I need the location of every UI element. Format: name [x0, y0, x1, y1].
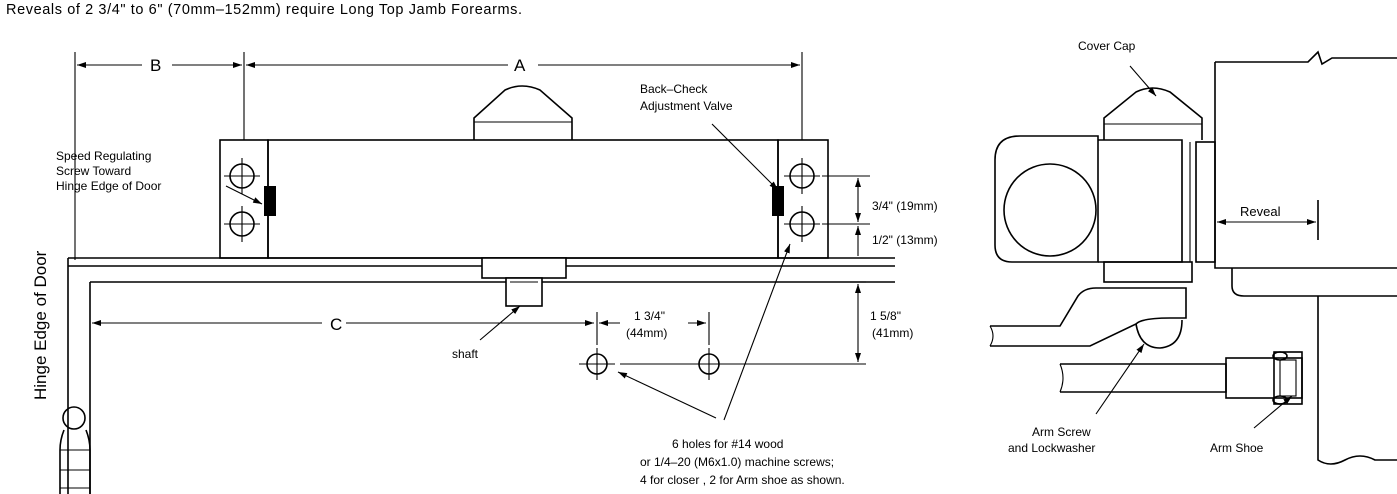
reveal-label: Reveal	[1240, 204, 1281, 219]
back-check-leader	[711, 123, 779, 191]
arm-shoe-label: Arm Shoe	[1210, 441, 1264, 455]
closer-side-body	[994, 135, 1099, 263]
shoe-pin-top	[1272, 351, 1288, 361]
header-note: Reveals of 2 3/4" to 6" (70mm–152mm) req…	[6, 2, 523, 18]
arm-screw-line-1: Arm Screw	[1032, 425, 1091, 439]
right-mounting-holes	[784, 158, 820, 242]
hinge-icon	[59, 406, 91, 494]
dimension-one-three-quarter: 1 3/4"	[634, 309, 665, 323]
forearm-break	[1059, 363, 1064, 393]
holes-note-line-3: 4 for closer , 2 for Arm shoe as shown.	[640, 473, 845, 487]
dimension-one-five-eighths: 1 5/8"	[870, 309, 901, 323]
dimension-44mm: (44mm)	[626, 326, 667, 340]
hinge-edge-label: Hinge Edge of Door	[31, 250, 50, 400]
speed-regulating-line-1: Speed Regulating	[56, 149, 151, 163]
back-check-line-1: Back–Check	[640, 82, 708, 96]
mounting-plate-side	[1195, 141, 1216, 263]
cover-cap-leader	[1129, 65, 1157, 97]
closer-end-cap	[1003, 163, 1097, 257]
dimension-three-quarter: 3/4" (19mm)	[872, 199, 938, 213]
holes-leader-2	[723, 243, 791, 421]
arm-shoe-inner	[1279, 359, 1297, 397]
top-view-drawing: B A 3/4" (	[31, 52, 938, 494]
arm-shoe	[1225, 357, 1303, 399]
door-break-line	[1317, 296, 1397, 465]
speed-regulating-screw	[264, 186, 276, 216]
arm-break	[989, 325, 994, 347]
closer-body	[267, 139, 779, 259]
dimension-b-label: B	[150, 56, 161, 75]
closer-side-housing	[1098, 139, 1183, 263]
left-mounting-holes	[224, 158, 260, 242]
speed-regulating-line-2: Screw Toward	[56, 164, 131, 178]
back-check-line-2: Adjustment Valve	[640, 99, 733, 113]
speed-leader	[225, 185, 263, 205]
forearm	[1060, 363, 1227, 393]
pinion-housing	[1103, 261, 1193, 283]
door-top-outline	[1231, 268, 1397, 297]
closer-shaft	[505, 277, 543, 307]
closer-spindle-housing	[481, 257, 567, 279]
arm-screw-leader	[1095, 343, 1145, 415]
dimension-a-label: A	[514, 56, 526, 75]
back-check-valve	[772, 186, 784, 216]
speed-regulating-line-3: Hinge Edge of Door	[56, 179, 161, 193]
main-arm	[990, 287, 1187, 347]
closer-cover-cap	[473, 85, 573, 140]
dimension-c-label: C	[330, 315, 342, 334]
side-view-drawing: Reveal Cover Cap Arm Screw and Lockwashe…	[989, 39, 1397, 465]
frame-outline	[1214, 62, 1397, 269]
cover-cap	[1103, 87, 1203, 140]
right-mounting-plate	[777, 139, 829, 259]
dimension-41mm: (41mm)	[872, 326, 913, 340]
holes-note-line-2: or 1/4–20 (M6x1.0) machine screws;	[640, 455, 834, 469]
holes-leader-1	[617, 371, 717, 419]
arm-shoe-leader	[1253, 395, 1293, 429]
shaft-label: shaft	[452, 347, 479, 361]
cover-cap-label: Cover Cap	[1078, 39, 1136, 53]
holes-note-line-1: 6 holes for #14 wood	[672, 437, 783, 451]
arm-screw-line-2: and Lockwasher	[1008, 441, 1095, 455]
left-mounting-plate	[219, 139, 269, 259]
frame-break-line	[1215, 50, 1397, 66]
arm-screw-head	[1135, 319, 1183, 349]
dimension-one-half: 1/2" (13mm)	[872, 233, 938, 247]
